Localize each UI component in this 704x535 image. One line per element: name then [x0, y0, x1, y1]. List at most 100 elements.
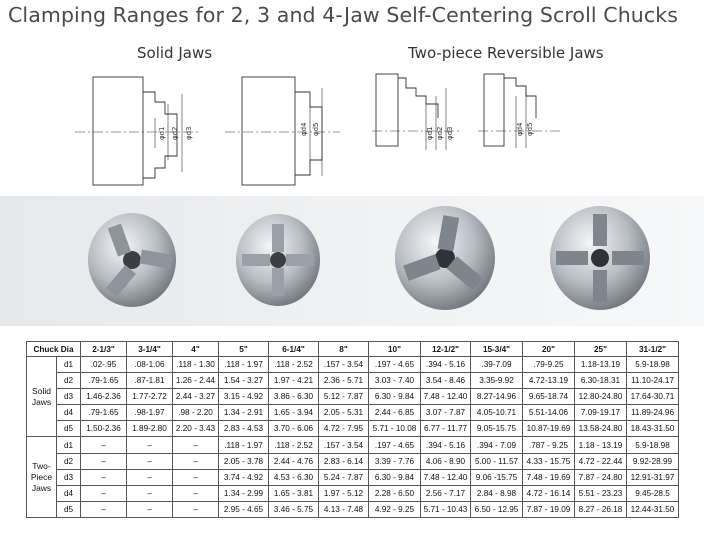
range-cell: – — [126, 500, 173, 518]
range-cell: 5.71 - 10.08 — [368, 420, 421, 438]
header-size: 6-1/4" — [268, 341, 319, 357]
solid-jaw-drawing-1: φd1 φd2 φd3 — [75, 76, 200, 186]
range-cell: 6.77 - 11.77 — [420, 420, 471, 438]
diameter-label: d1 — [56, 436, 81, 454]
header-size: 5" — [218, 341, 269, 357]
range-cell: 2.44 - 6.85 — [368, 404, 421, 422]
range-cell: – — [80, 468, 127, 486]
range-cell: 5.9-18.98 — [626, 355, 679, 374]
range-cell: 17.64-30.71 — [626, 388, 679, 406]
range-cell: .157 - 3.54 — [318, 355, 369, 374]
range-cell: .787 - 9.25 — [522, 436, 575, 454]
range-cell: 4.92 - 9.25 — [368, 500, 421, 518]
range-cell: .118 - 2.52 — [268, 436, 319, 454]
range-cell: 1.54 - 3.27 — [218, 372, 269, 390]
header-size: 3-1/4" — [126, 341, 173, 357]
d5-label-b: φd5 — [526, 122, 534, 136]
header-size: 15-3/4" — [470, 341, 523, 357]
group-label-line: Solid — [32, 385, 51, 396]
range-cell: – — [172, 452, 219, 470]
range-cell: .118 - 1.97 — [218, 436, 269, 454]
range-cell: 1.46-2.36 — [80, 388, 127, 406]
d3-label: φd3 — [185, 126, 193, 140]
range-cell: – — [172, 484, 219, 502]
chuck-photo-3-jaw-reversible — [395, 206, 495, 310]
range-cell: 3.70 - 6.06 — [268, 420, 319, 438]
range-cell: 5.24 - 7.87 — [318, 468, 369, 486]
range-cell: 9.65-18.74 — [522, 388, 575, 406]
header-size: 8" — [318, 341, 369, 357]
range-cell: 1.65 - 3.94 — [268, 404, 319, 422]
reversible-jaw-drawing-1: φd1 φd2 φd3 — [372, 73, 460, 150]
range-cell: 9.92-28.99 — [626, 452, 679, 470]
group-label-line: Two- — [32, 460, 51, 471]
diameter-label: d1 — [56, 355, 81, 374]
range-cell: 11.10-24.17 — [626, 372, 679, 390]
range-cell: 3.35-9.92 — [470, 372, 523, 390]
d1-label-b: φd1 — [426, 126, 434, 140]
range-cell: 2.36 - 5.71 — [318, 372, 369, 390]
range-cell: 18.43-31.50 — [626, 420, 679, 438]
d2-label-b: φd2 — [436, 126, 444, 140]
range-cell: 1.18 - 13.19 — [574, 436, 627, 454]
range-cell: 1.34 - 2.99 — [218, 484, 269, 502]
range-cell: 1.97 - 5.12 — [318, 484, 369, 502]
diameter-label: d3 — [56, 468, 81, 486]
range-cell: .394 - 5.16 — [420, 436, 471, 454]
range-cell: .197 - 4.65 — [368, 355, 421, 374]
reversible-jaw-drawing-2: φd4 φd5 — [478, 73, 560, 148]
diameter-label: d4 — [56, 484, 81, 502]
range-cell: 9.45-28.5 — [626, 484, 679, 502]
range-cell: 11.89-24.96 — [626, 404, 679, 422]
range-cell: 6.30-18.31 — [574, 372, 627, 390]
page-title: Clamping Ranges for 2, 3 and 4-Jaw Self-… — [8, 3, 678, 27]
range-cell: 7.87 - 19.09 — [522, 500, 575, 518]
range-cell: 2.28 - 6.50 — [368, 484, 421, 502]
range-cell: – — [126, 436, 173, 454]
group-label-line: Piece — [30, 471, 53, 482]
range-cell: 4.72-13.19 — [522, 372, 575, 390]
range-cell: 12.44-31.50 — [626, 500, 679, 518]
range-cell: 7.48 - 12.40 — [420, 388, 471, 406]
range-cell: 4.72 - 22.44 — [574, 452, 627, 470]
range-cell: .118 - 1.97 — [218, 355, 269, 374]
header-size: 4" — [172, 341, 219, 357]
diameter-label: d2 — [56, 452, 81, 470]
range-cell: 3.54 - 8.46 — [420, 372, 471, 390]
range-cell: 2.44 - 3.27 — [172, 388, 219, 406]
range-cell: .98-1.97 — [126, 404, 173, 422]
range-cell: .118 - 1.30 — [172, 355, 219, 374]
header-size: 10" — [368, 341, 421, 357]
range-cell: .79-9.25 — [522, 355, 575, 374]
range-cell: 2.95 - 4.65 — [218, 500, 269, 518]
range-cell: – — [80, 452, 127, 470]
clamping-range-table-wrap: Chuck Dia 2-1/3" 3-1/4" 4" 5" 6-1/4" 8" … — [26, 341, 679, 518]
table-header-row: Chuck Dia 2-1/3" 3-1/4" 4" 5" 6-1/4" 8" … — [26, 341, 679, 357]
range-cell: 7.48 - 19.69 — [522, 468, 575, 486]
range-cell: – — [172, 436, 219, 454]
range-cell: 4.72 - 16.14 — [522, 484, 575, 502]
header-size: 20" — [522, 341, 575, 357]
range-cell: 4.72 - 7.95 — [318, 420, 369, 438]
range-cell: – — [172, 468, 219, 486]
group-label-line: Jaws — [31, 482, 52, 493]
range-cell: 8.27 - 26.18 — [574, 500, 627, 518]
range-cell: .39-7.09 — [470, 355, 523, 374]
range-cell: 3.46 - 5.75 — [268, 500, 319, 518]
chuck-photo-row — [0, 196, 704, 326]
d4-label: φd4 — [300, 122, 308, 136]
range-cell: 7.48 - 12.40 — [420, 468, 471, 486]
jaw-cross-section-drawings: φd1 φd2 φd3 φd4 φd5 φd1 φd2 φd3 φd4 φd5 — [75, 73, 560, 186]
range-cell: – — [80, 500, 127, 518]
range-cell: 4.53 - 6.30 — [268, 468, 319, 486]
range-cell: 6.30 - 9.84 — [368, 388, 421, 406]
diameter-label: d5 — [56, 420, 81, 438]
